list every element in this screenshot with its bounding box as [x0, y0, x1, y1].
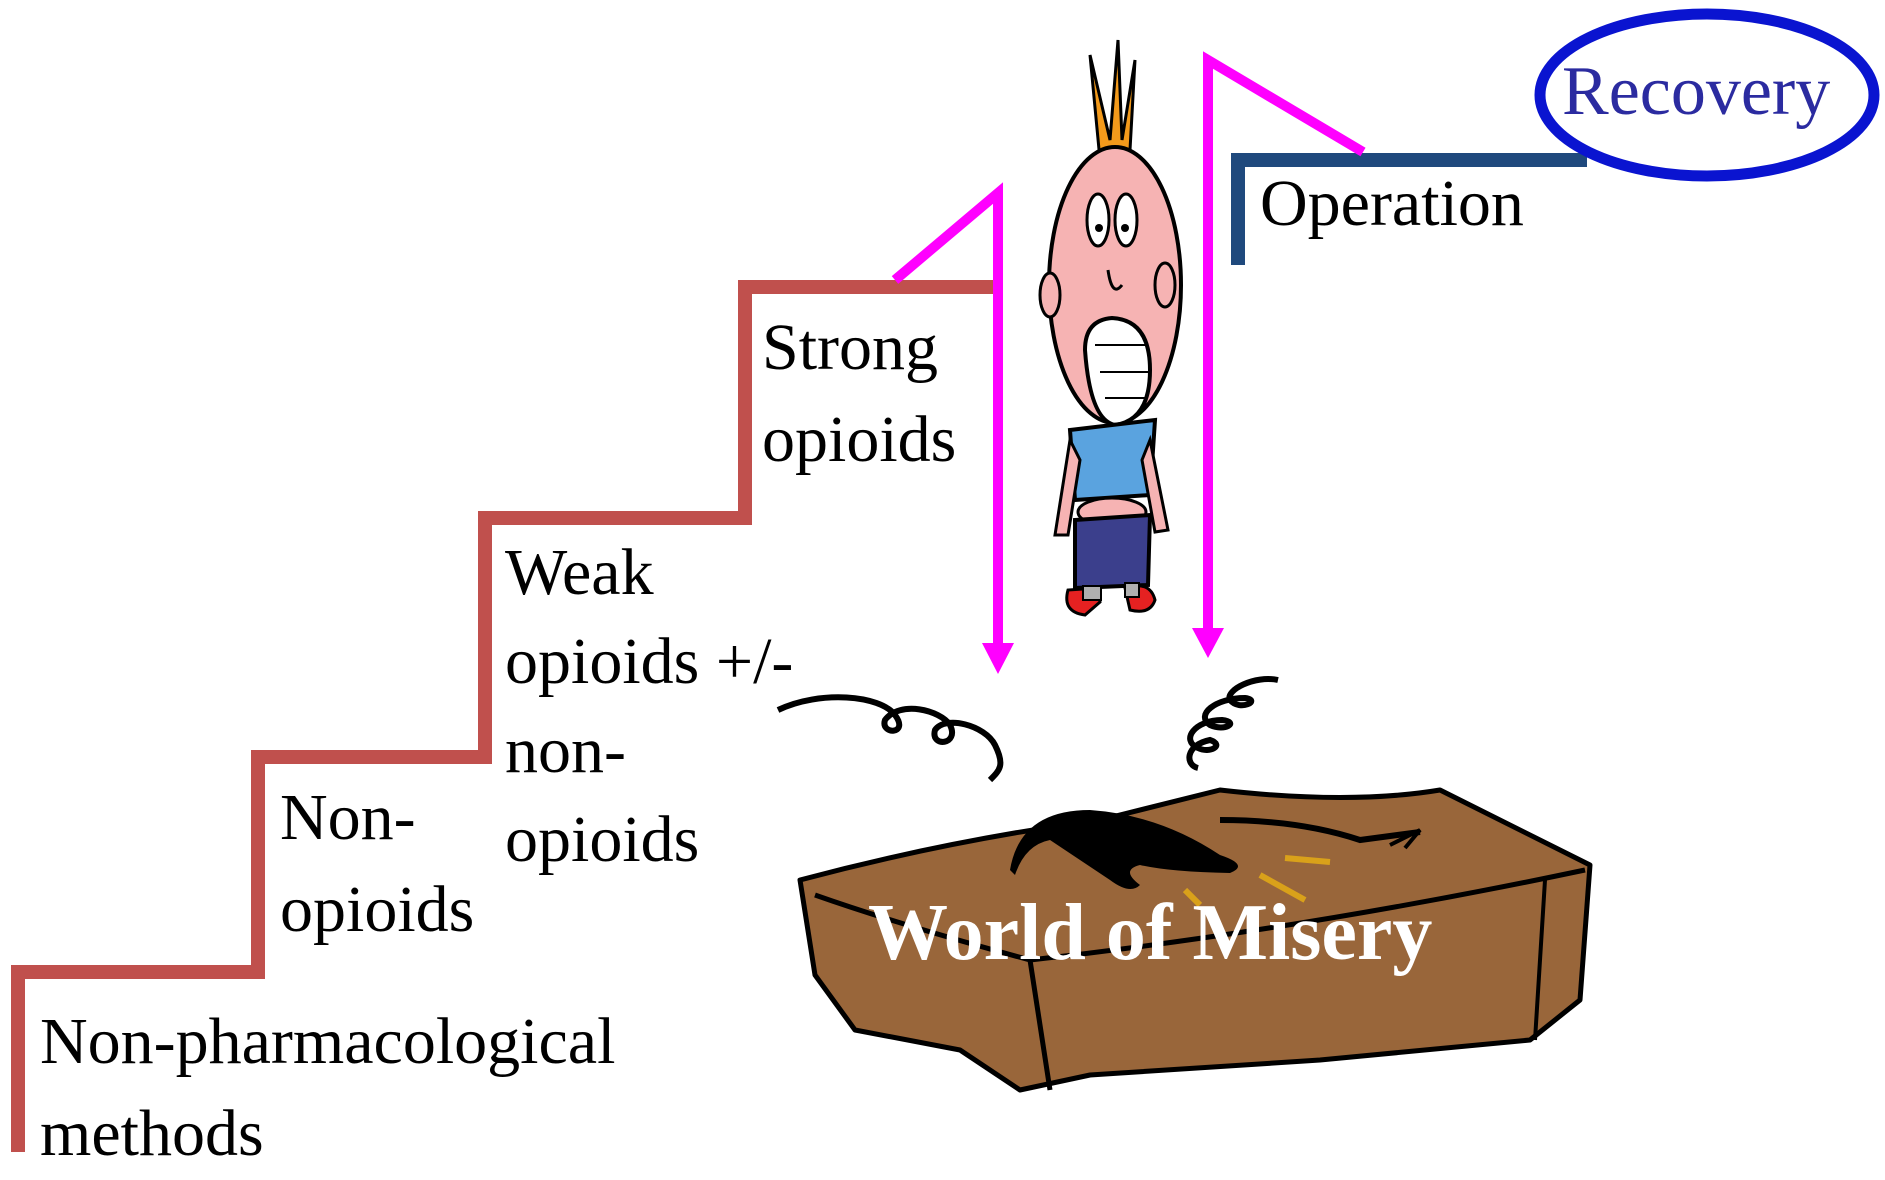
fall-arrow-operation	[1192, 60, 1363, 658]
step2-label: Non- opioids	[280, 772, 474, 956]
fall-squiggle-left	[778, 697, 1000, 780]
step3-label: Weak opioids +/- non- opioids	[505, 528, 793, 884]
fall-squiggle-right	[1189, 679, 1278, 768]
recovery-label: Recovery	[1562, 52, 1830, 132]
step1-line2: methods	[40, 1088, 615, 1180]
world-of-misery-label: World of Misery	[868, 888, 1432, 978]
step3-line3: non-	[505, 706, 793, 795]
falling-person-illustration	[1040, 40, 1181, 615]
step2-line2: opioids	[280, 864, 474, 956]
diagram: Non-pharmacological methods Non- opioids…	[0, 0, 1885, 1152]
step3-line1: Weak	[505, 528, 793, 617]
operation-label: Operation	[1260, 158, 1524, 250]
step1-label: Non-pharmacological methods	[40, 996, 615, 1180]
step4-line2: opioids	[762, 394, 956, 486]
step3-line2: opioids +/-	[505, 617, 793, 706]
diagram-graphics	[0, 0, 1885, 1152]
step3-line4: opioids	[505, 795, 793, 884]
step1-line1: Non-pharmacological	[40, 996, 615, 1088]
step2-line1: Non-	[280, 772, 474, 864]
step4-label: Strong opioids	[762, 302, 956, 486]
step4-line1: Strong	[762, 302, 956, 394]
